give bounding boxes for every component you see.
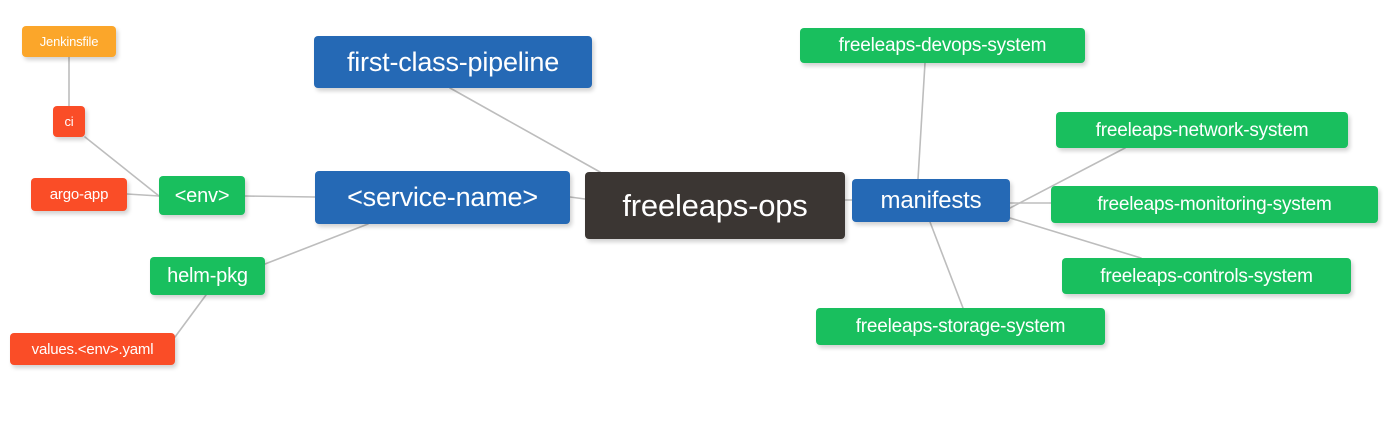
edge-env-to-service-name xyxy=(244,195,316,198)
node-devops-system[interactable]: freeleaps-devops-system xyxy=(800,28,1085,63)
node-label-ci: ci xyxy=(64,114,74,129)
node-network-system[interactable]: freeleaps-network-system xyxy=(1056,112,1348,148)
edge-values-yaml-to-helm-pkg xyxy=(174,294,207,338)
node-label-env: <env> xyxy=(174,184,230,207)
edge-manifests-to-storage-system xyxy=(929,221,964,309)
node-label-helm-pkg: helm-pkg xyxy=(167,265,248,287)
node-label-service-name: <service-name> xyxy=(347,182,538,212)
node-label-network-system: freeleaps-network-system xyxy=(1095,119,1309,141)
edge-helm-pkg-to-service-name xyxy=(264,223,369,265)
node-label-storage-system: freeleaps-storage-system xyxy=(855,316,1066,337)
node-label-argo-app: argo-app xyxy=(49,186,109,203)
node-first-class-pipeline[interactable]: first-class-pipeline xyxy=(314,36,592,88)
node-label-devops-system: freeleaps-devops-system xyxy=(838,35,1047,56)
node-service-name[interactable]: <service-name> xyxy=(315,171,570,224)
edge-service-name-to-freeleaps-ops xyxy=(569,196,586,200)
node-label-jenkinsfile: Jenkinsfile xyxy=(39,34,99,49)
node-controls-system[interactable]: freeleaps-controls-system xyxy=(1062,258,1351,294)
node-jenkinsfile[interactable]: Jenkinsfile xyxy=(22,26,116,57)
node-manifests[interactable]: manifests xyxy=(852,179,1010,222)
node-label-freeleaps-ops: freeleaps-ops xyxy=(622,188,808,223)
node-label-values-yaml: values.<env>.yaml xyxy=(31,340,154,358)
node-storage-system[interactable]: freeleaps-storage-system xyxy=(816,308,1105,345)
node-label-monitoring-system: freeleaps-monitoring-system xyxy=(1097,194,1332,215)
edge-devops-system-to-manifests xyxy=(917,62,926,180)
edge-argo-app-to-env xyxy=(126,193,160,197)
node-env[interactable]: <env> xyxy=(159,176,245,215)
node-label-controls-system: freeleaps-controls-system xyxy=(1100,265,1313,287)
node-label-manifests: manifests xyxy=(880,186,982,214)
node-values-yaml[interactable]: values.<env>.yaml xyxy=(10,333,175,365)
node-label-first-class-pipeline: first-class-pipeline xyxy=(346,46,560,77)
node-monitoring-system[interactable]: freeleaps-monitoring-system xyxy=(1051,186,1378,223)
edge-manifests-to-controls-system xyxy=(1009,217,1142,259)
node-argo-app[interactable]: argo-app xyxy=(31,178,127,211)
edge-first-class-pipeline-to-freeleaps-ops xyxy=(449,87,601,173)
node-ci[interactable]: ci xyxy=(53,106,85,137)
node-freeleaps-ops[interactable]: freeleaps-ops xyxy=(585,172,845,239)
node-helm-pkg[interactable]: helm-pkg xyxy=(150,257,265,295)
